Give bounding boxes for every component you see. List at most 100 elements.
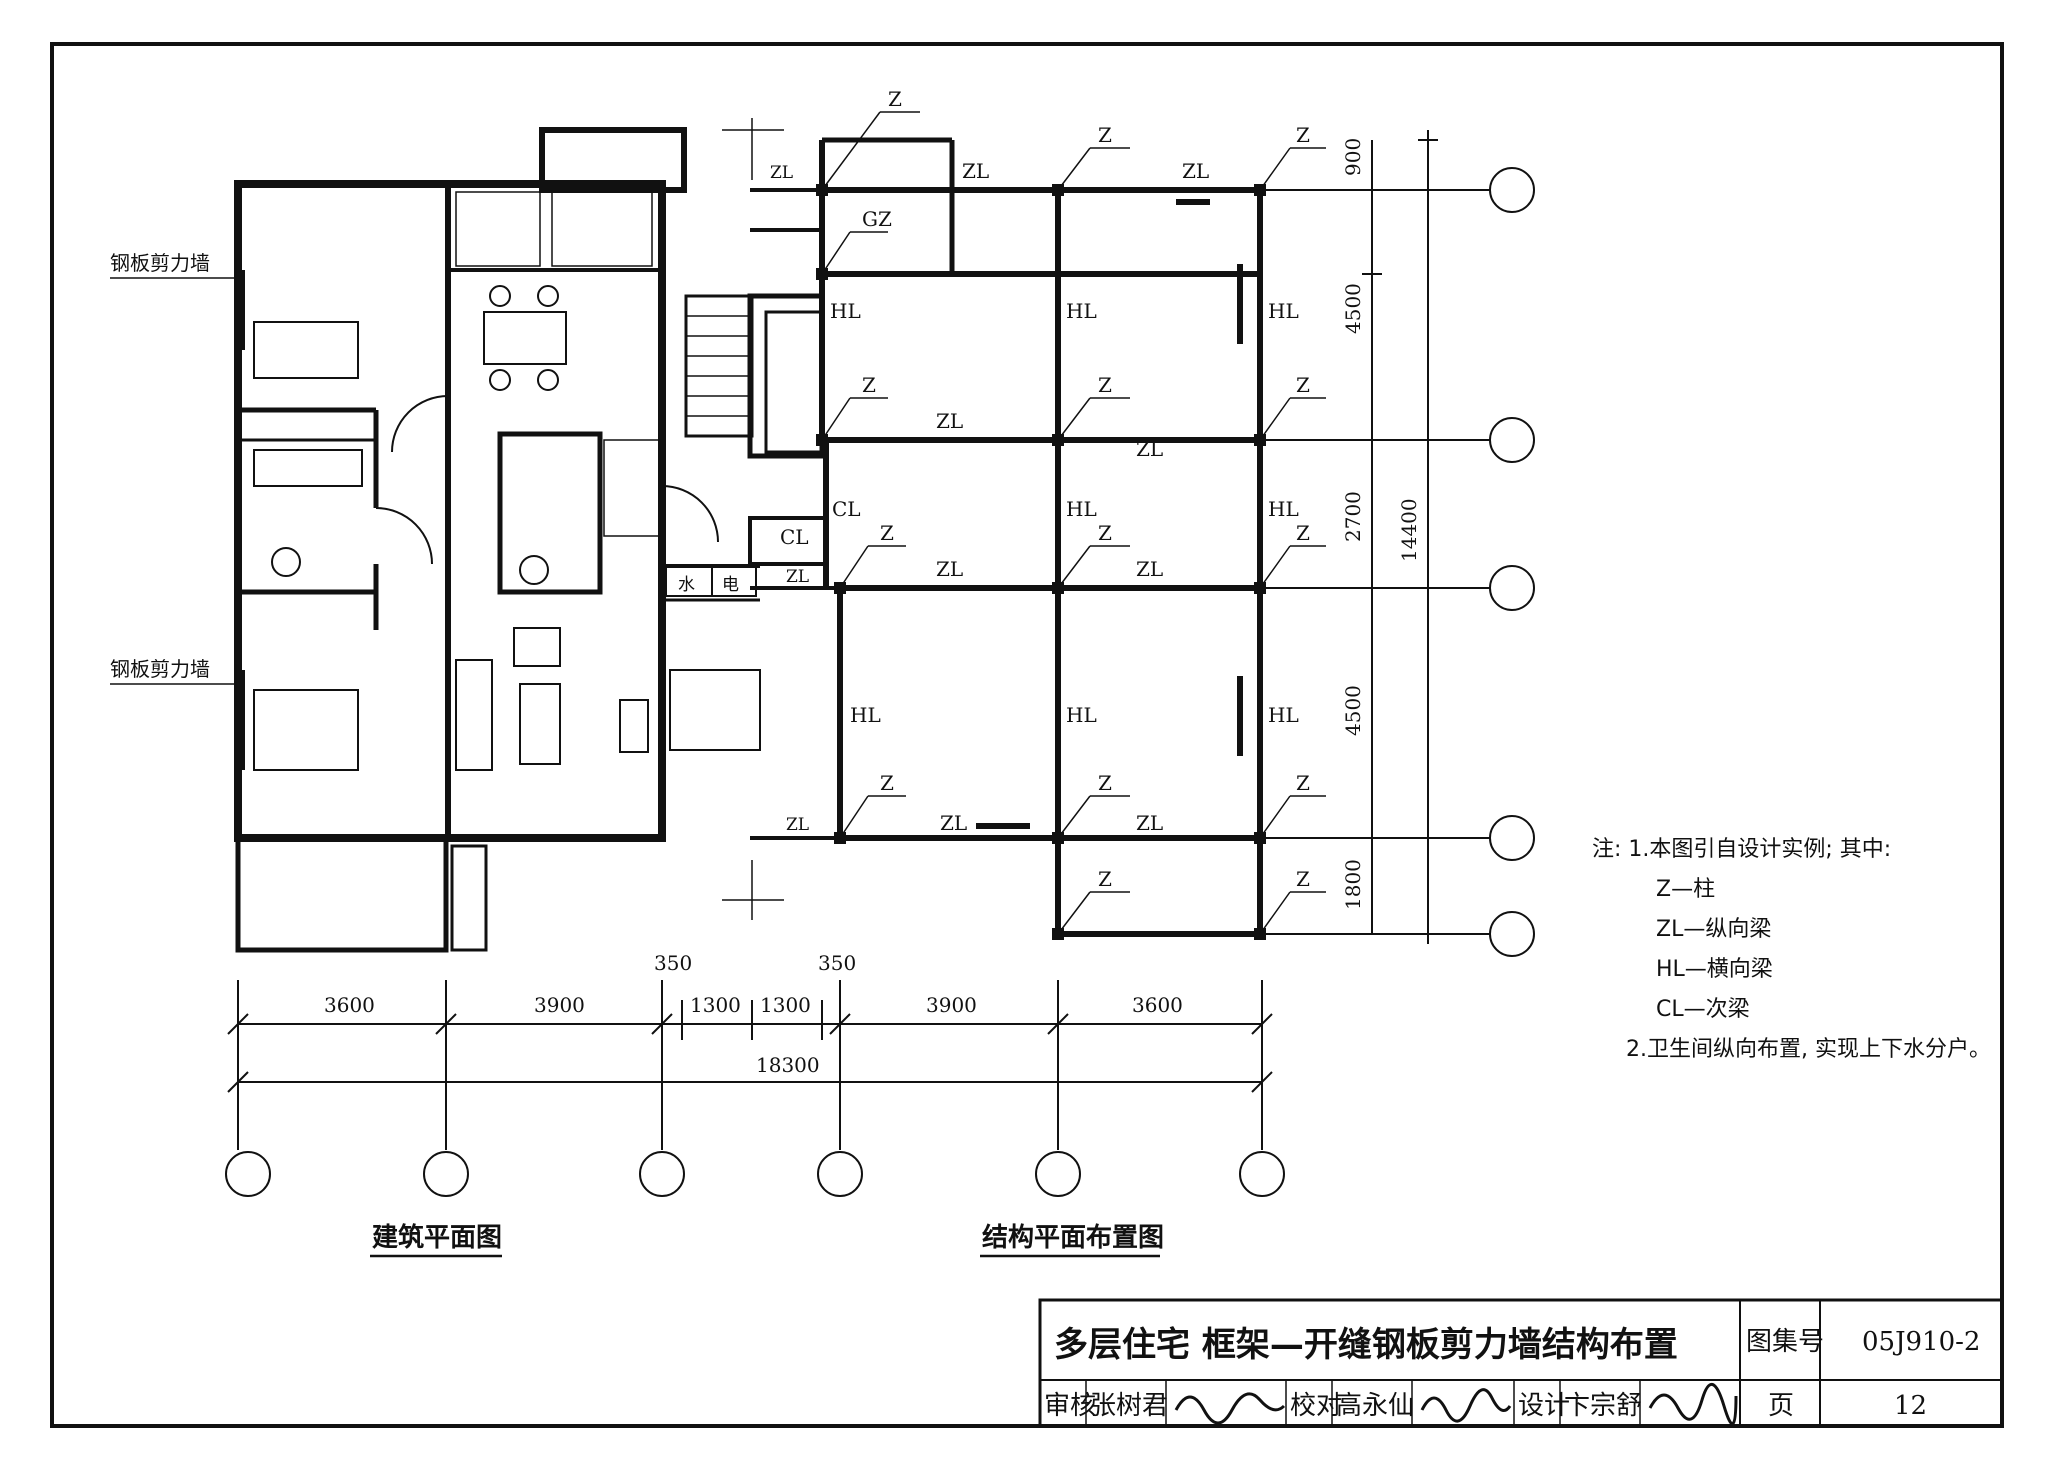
drawing-title: 多层住宅 框架—开缝钢板剪力墙结构布置 xyxy=(1054,1325,1678,1365)
review-label: 审核 xyxy=(1044,1391,1096,1421)
architectural-plan xyxy=(234,118,784,953)
steel-wall-label-bottom: 钢板剪力墙 xyxy=(110,657,210,681)
column-label: Z xyxy=(1098,521,1112,545)
note-line-6: 2.卫生间纵向布置, 实现上下水分户。 xyxy=(1626,1037,1991,1062)
sink xyxy=(271,547,301,577)
struct-plan-title: 结构平面布置图 xyxy=(982,1223,1164,1253)
dim-bottom: 1300 xyxy=(760,993,811,1017)
column-label: Z xyxy=(1098,123,1112,147)
beam-label: ZL xyxy=(1136,437,1163,461)
column-label: Z xyxy=(1098,771,1112,795)
note-line-2: Z—柱 xyxy=(1656,877,1715,902)
beam-label: HL xyxy=(830,299,861,323)
dim-right: 2700 xyxy=(1341,491,1365,542)
structural-plan xyxy=(747,137,1263,937)
arch-plan-title: 建筑平面图 xyxy=(372,1222,502,1253)
page-number: 12 xyxy=(1894,1391,1927,1421)
armchair xyxy=(513,627,561,667)
beam-label: HL xyxy=(1268,497,1299,521)
water-label: 水 xyxy=(678,575,695,595)
note-line-4: HL—横向梁 xyxy=(1656,957,1773,982)
note-line-5: CL—次梁 xyxy=(1656,997,1750,1022)
bed-3 xyxy=(669,669,761,751)
beam-label: HL xyxy=(1268,703,1299,727)
beam-label: HL xyxy=(1066,703,1097,727)
dim-right: 4500 xyxy=(1341,685,1365,736)
beam-label: ZL xyxy=(936,557,963,581)
reviewer-name: 张树君 xyxy=(1090,1391,1168,1421)
designer-name: 卞宗舒 xyxy=(1564,1391,1642,1421)
column-label: Z xyxy=(1296,867,1310,891)
checker-signature xyxy=(1420,1388,1512,1423)
coffee-table xyxy=(519,683,561,765)
bed-2 xyxy=(253,689,359,771)
designer-signature xyxy=(1648,1383,1738,1426)
tv-cabinet xyxy=(619,699,649,753)
bathroom-core xyxy=(497,431,603,595)
beam-label: ZL xyxy=(770,163,793,183)
column-label: Z xyxy=(888,87,902,111)
beam-label: HL xyxy=(1066,497,1097,521)
balcony xyxy=(235,835,449,953)
beam-label: ZL xyxy=(940,811,967,835)
dim-bottom: 3600 xyxy=(1132,993,1183,1017)
page-label: 页 xyxy=(1768,1391,1794,1421)
sheet-border xyxy=(50,42,2004,1428)
dim-bottom: 3900 xyxy=(534,993,585,1017)
dim-bottom: 3600 xyxy=(324,993,375,1017)
dining-table xyxy=(483,311,567,365)
beam-label: ZL xyxy=(786,815,809,835)
design-label: 设计 xyxy=(1518,1391,1570,1421)
beam-label: HL xyxy=(1268,299,1299,323)
column-label: Z xyxy=(1296,123,1310,147)
beam-label: HL xyxy=(850,703,881,727)
checker-name: 高永仙 xyxy=(1336,1391,1414,1421)
columns xyxy=(816,184,1266,940)
sofa xyxy=(455,659,493,771)
check-label: 校对 xyxy=(1290,1391,1342,1421)
kitchen-bay xyxy=(539,127,687,193)
stair xyxy=(684,294,754,438)
bathtub xyxy=(253,449,363,487)
note-line-1: 注: 1.本图引自设计实例; 其中: xyxy=(1592,837,1891,862)
dim-right: 1800 xyxy=(1341,859,1365,910)
beam-label: ZL xyxy=(936,409,963,433)
dim-bottom: 3900 xyxy=(926,993,977,1017)
column-label: Z xyxy=(1296,771,1310,795)
kitchen-floor xyxy=(455,191,541,267)
atlas-label: 图集号 xyxy=(1746,1327,1824,1357)
bottom-dimensions xyxy=(225,980,1285,1197)
dim-right: 4500 xyxy=(1341,283,1365,334)
column-label: Z xyxy=(1098,373,1112,397)
dim-bottom-total: 18300 xyxy=(756,1053,820,1077)
row-axes xyxy=(1260,130,1535,957)
dim-bottom: 1300 xyxy=(690,993,741,1017)
beam-label: ZL xyxy=(1136,557,1163,581)
reviewer-signature xyxy=(1174,1392,1286,1425)
beam-label: HL xyxy=(1066,299,1097,323)
beam-label: CL xyxy=(832,497,861,521)
column-label: Z xyxy=(1098,867,1112,891)
column-label: GZ xyxy=(862,207,892,231)
dim-bottom: 350 xyxy=(818,951,856,975)
note-line-3: ZL—纵向梁 xyxy=(1656,917,1771,942)
column-label: Z xyxy=(880,771,894,795)
beam-label: ZL xyxy=(786,567,809,587)
dim-right: 900 xyxy=(1341,138,1365,176)
column-label: Z xyxy=(1296,373,1310,397)
dim-right-total: 14400 xyxy=(1397,498,1421,562)
beam-label: ZL xyxy=(1136,811,1163,835)
beam-label: ZL xyxy=(962,159,989,183)
column-label: Z xyxy=(880,521,894,545)
balcony-window xyxy=(450,844,488,952)
bed-1 xyxy=(253,321,359,379)
column-label: Z xyxy=(862,373,876,397)
steel-wall-label-top: 钢板剪力墙 xyxy=(110,251,210,275)
bathroom-floor xyxy=(603,439,661,537)
atlas-number: 05J910-2 xyxy=(1862,1327,1980,1357)
title-block xyxy=(1038,1298,2004,1428)
column-label: Z xyxy=(1296,521,1310,545)
beam-label: CL xyxy=(780,525,809,549)
beam-label: ZL xyxy=(1182,159,1209,183)
